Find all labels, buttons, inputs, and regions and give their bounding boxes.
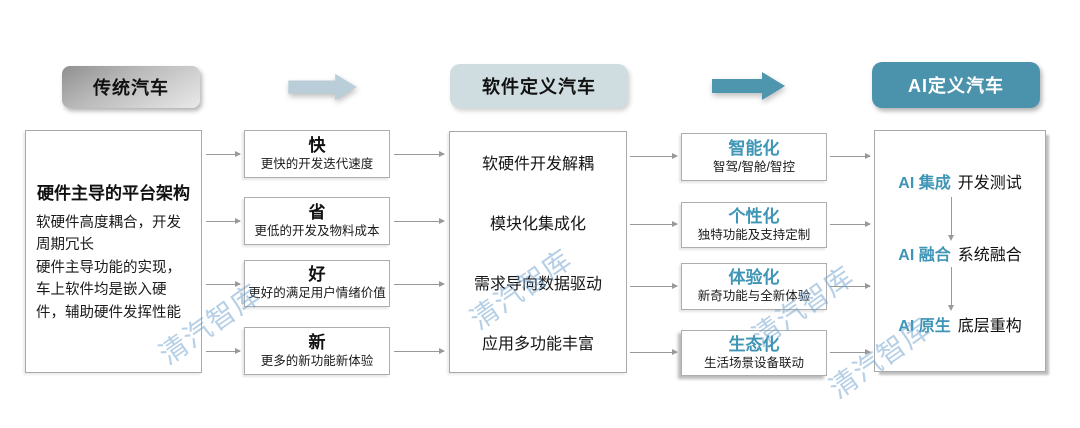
benefit-title: 快 [308, 135, 326, 155]
trait-subtitle: 独特功能及支持定制 [697, 227, 811, 242]
trait-title: 个性化 [728, 206, 780, 226]
connector-arrow-icon [206, 218, 241, 224]
ai-step-fusion: AI 融合系统融合 [875, 241, 1045, 265]
header-traditional-car: 传统汽车 [62, 66, 200, 108]
benefit-box-economical: 省 更低的开发及物料成本 [244, 197, 390, 245]
ai-steps-panel: AI 集成开发测试 AI 融合系统融合 AI 原生底层重构 [874, 130, 1046, 372]
benefit-subtitle: 更多的新功能新体验 [260, 353, 374, 368]
flow-arrow-icon [712, 72, 785, 100]
header-ai-defined-car: AI定义汽车 [872, 62, 1040, 108]
connector-arrow-icon [830, 153, 871, 159]
ai-step-label: AI 集成 [898, 175, 951, 192]
ai-step-integration: AI 集成开发测试 [875, 169, 1045, 193]
benefit-box-new: 新 更多的新功能新体验 [244, 327, 390, 375]
connector-arrow-icon [206, 281, 241, 287]
sdv-feature: 需求导向数据驱动 [473, 276, 602, 293]
trait-box-intelligent: 智能化 智驾/智舱/智控 [681, 133, 827, 181]
trait-box-experiential: 体验化 新奇功能与全新体验 [681, 263, 827, 310]
panel-title: 硬件主导的平台架构 [37, 183, 190, 203]
trait-title: 生态化 [728, 334, 780, 354]
trait-box-personalized: 个性化 独特功能及支持定制 [681, 202, 827, 248]
connector-arrow-icon [830, 221, 871, 227]
sdv-feature: 软硬件开发解耦 [481, 156, 594, 173]
sdv-feature: 模块化集成化 [489, 216, 586, 233]
benefit-title: 省 [308, 202, 326, 222]
connector-arrow-icon [830, 283, 871, 289]
traditional-platform-panel: 硬件主导的平台架构 软硬件高度耦合，开发周期冗长 硬件主导功能的实现，车上软件均… [25, 130, 202, 373]
flow-arrow-icon [288, 73, 357, 101]
ai-step-desc: 底层重构 [957, 318, 1022, 335]
trait-subtitle: 生活场景设备联动 [703, 355, 804, 370]
connector-arrow-icon [394, 218, 445, 224]
panel-text-line: 软硬件高度耦合，开发周期冗长 [36, 214, 181, 254]
benefit-title: 新 [308, 332, 326, 352]
sdv-feature: 应用多功能丰富 [481, 336, 594, 353]
benefit-box-fast: 快 更快的开发迭代速度 [244, 130, 390, 178]
ai-step-label: AI 原生 [898, 318, 951, 335]
connector-arrow-icon [830, 349, 871, 355]
connector-arrow-icon [206, 348, 241, 354]
connector-arrow-icon [394, 151, 445, 157]
down-arrow-icon [948, 197, 954, 241]
trait-subtitle: 智驾/智舱/智控 [713, 159, 795, 174]
trait-subtitle: 新奇功能与全新体验 [697, 289, 811, 304]
ai-step-desc: 开发测试 [957, 175, 1022, 192]
connector-arrow-icon [630, 153, 678, 159]
connector-arrow-icon [630, 349, 678, 355]
benefit-box-good: 好 更好的满足用户情绪价值 [244, 260, 390, 307]
connector-arrow-icon [630, 283, 678, 289]
ai-step-native: AI 原生底层重构 [875, 312, 1045, 336]
ai-step-label: AI 融合 [898, 247, 951, 264]
trait-box-ecological: 生态化 生活场景设备联动 [681, 330, 827, 376]
header-software-defined-car: 软件定义汽车 [450, 64, 628, 108]
panel-text-line: 硬件主导功能的实现，车上软件均是嵌入硬件，辅助硬件发挥性能 [36, 259, 181, 321]
ai-step-desc: 系统融合 [957, 247, 1022, 264]
connector-arrow-icon [394, 281, 445, 287]
down-arrow-icon [948, 267, 954, 311]
sdv-features-panel: 软硬件开发解耦 模块化集成化 需求导向数据驱动 应用多功能丰富 [449, 131, 627, 373]
connector-arrow-icon [630, 221, 678, 227]
benefit-subtitle: 更好的满足用户情绪价值 [248, 286, 386, 301]
trait-title: 智能化 [728, 138, 780, 158]
benefit-subtitle: 更快的开发迭代速度 [260, 156, 374, 171]
benefit-subtitle: 更低的开发及物料成本 [254, 223, 380, 238]
connector-arrow-icon [206, 151, 241, 157]
benefit-title: 好 [308, 265, 326, 285]
trait-title: 体验化 [728, 268, 780, 288]
connector-arrow-icon [394, 348, 445, 354]
